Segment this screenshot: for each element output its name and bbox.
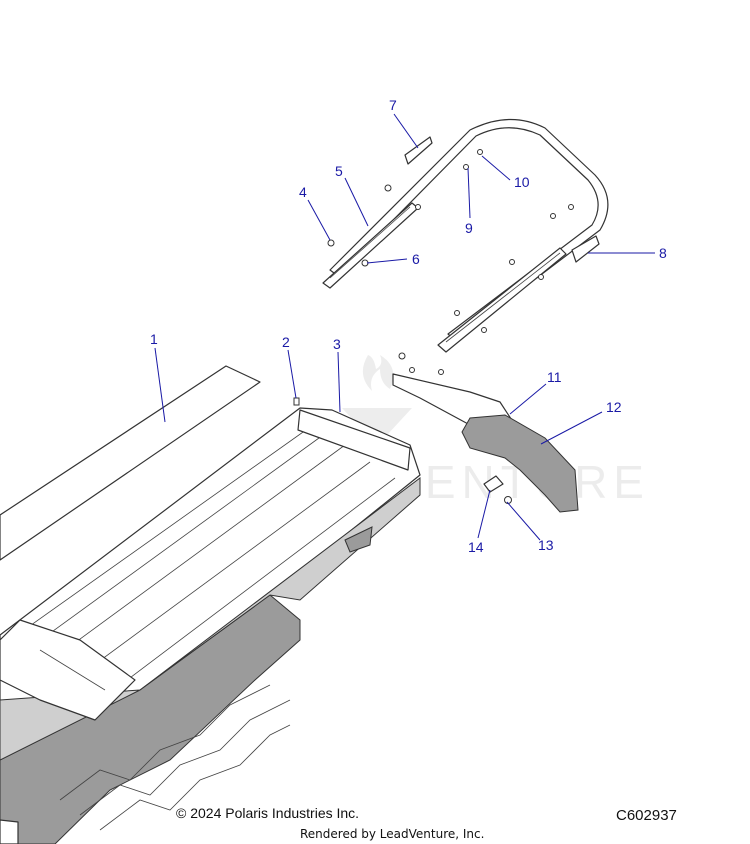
part-decal-left bbox=[404, 136, 433, 165]
callout-12: 12 bbox=[606, 399, 622, 415]
part-decal-strip bbox=[0, 365, 261, 561]
callout-3: 3 bbox=[333, 336, 341, 352]
part-bumper-bracket-left bbox=[322, 202, 419, 289]
leader-lines bbox=[154, 113, 655, 541]
diagram-id: C602937 bbox=[616, 807, 677, 824]
callout-11: 11 bbox=[547, 369, 562, 385]
callout-labels: 1 2 3 4 5 6 7 8 9 10 11 12 13 14 bbox=[150, 97, 667, 555]
rendered-by-text: Rendered by LeadVenture, Inc. bbox=[300, 827, 485, 841]
callout-5: 5 bbox=[335, 163, 343, 179]
part-bumper-bracket-right bbox=[437, 247, 567, 353]
copyright-text: © 2024 Polaris Industries Inc. bbox=[176, 805, 360, 821]
part-snowflap bbox=[461, 414, 579, 513]
callout-13: 13 bbox=[538, 537, 554, 553]
callout-9: 9 bbox=[465, 220, 473, 236]
callout-4: 4 bbox=[299, 184, 307, 200]
callout-1: 1 bbox=[150, 331, 158, 347]
callout-2: 2 bbox=[282, 334, 290, 350]
part-tunnel bbox=[0, 407, 421, 844]
part-decal-right bbox=[571, 235, 600, 263]
callout-7: 7 bbox=[389, 97, 397, 113]
callout-8: 8 bbox=[659, 245, 667, 261]
callout-6: 6 bbox=[412, 251, 420, 267]
callout-10: 10 bbox=[514, 174, 530, 190]
part-flap-plate bbox=[483, 475, 504, 493]
hardware bbox=[327, 149, 574, 375]
callout-14: 14 bbox=[468, 539, 484, 555]
part-bolt bbox=[293, 397, 300, 406]
